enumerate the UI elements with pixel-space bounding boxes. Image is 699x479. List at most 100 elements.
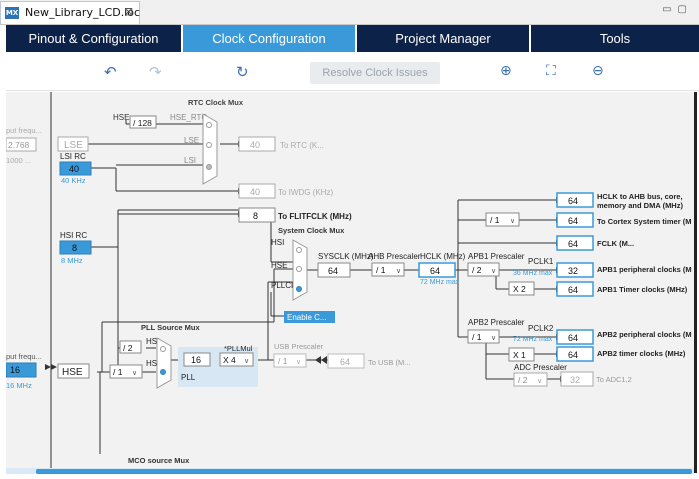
pll-mux-hse: HSE: [146, 359, 162, 368]
pll-value-box: [183, 352, 211, 367]
apb2-timer-multiplier: [508, 347, 535, 362]
apb2-timer-mult-value: X 1: [513, 350, 526, 360]
clock-tree-svg: RTC Clock Mux HSE / 128 HSE_RTC LSE LSI …: [6, 92, 692, 473]
output-box: [556, 262, 594, 278]
horizontal-scrollbar-thumb[interactable]: [36, 469, 692, 474]
mco-source-mux-title: MCO source Mux: [128, 456, 190, 465]
undo-icon[interactable]: ↶: [104, 63, 117, 81]
lse-input-frequency-field[interactable]: [6, 137, 37, 152]
output-value: 32: [570, 375, 580, 385]
to-rtc-value: 40: [250, 140, 260, 150]
to-iwdg-value-box: [238, 183, 276, 199]
usb-prescaler-value: / 1: [278, 356, 288, 366]
output-box: [556, 329, 594, 345]
redo-icon[interactable]: ↷: [149, 63, 162, 81]
horizontal-scrollbar[interactable]: [6, 468, 694, 474]
refresh-icon[interactable]: ↻: [236, 63, 249, 81]
cortex-timer-divider-select[interactable]: [485, 212, 520, 227]
minimize-icon[interactable]: ▭: [662, 4, 678, 15]
resolve-clock-issues-button[interactable]: Resolve Clock Issues: [310, 62, 440, 84]
lse-input-range: 1000 ...: [6, 156, 31, 165]
close-icon[interactable]: ⊠: [124, 5, 134, 18]
fit-icon[interactable]: ⛶: [546, 63, 556, 79]
usb-out-value-box: [327, 353, 365, 369]
hse-input-frequency-value: 16: [10, 365, 20, 375]
output-box: [556, 346, 594, 362]
rtc-clock-mux[interactable]: [202, 113, 218, 185]
apb2-prescaler-value: / 1: [472, 332, 482, 342]
tab-clock-configuration[interactable]: Clock Configuration: [183, 25, 357, 52]
to-rtc-label: To RTC (K...: [280, 141, 324, 150]
zoom-in-icon[interactable]: ⊕: [500, 63, 512, 79]
output-label: APB2 peripheral clocks (M: [597, 330, 692, 339]
output-label: FCLK (M...: [597, 239, 634, 248]
pll-label: PLL: [181, 373, 196, 382]
apb1-prescaler-select[interactable]: [467, 262, 500, 277]
file-tab[interactable]: MX New_Library_LCD.ioc ⊠: [0, 1, 140, 24]
usb-prescaler-select[interactable]: [273, 353, 307, 368]
maximize-icon[interactable]: ▢: [677, 4, 693, 15]
usb-out-label: To USB (M...: [368, 358, 411, 367]
hsi-rc-label: HSI RC: [60, 231, 87, 240]
adc-chevron-down-icon: ∨: [537, 378, 542, 385]
pll-source-mux[interactable]: [156, 337, 172, 389]
hclk-input-field[interactable]: [418, 262, 456, 278]
ahb-chevron-down-icon: ∨: [396, 268, 401, 275]
output-value: 64: [568, 285, 578, 295]
hclk-max: 72 MHz max: [420, 279, 460, 286]
usb-prescaler-label: USB Prescaler: [274, 342, 324, 351]
to-iwdg-label: To IWDG (KHz): [278, 188, 333, 197]
hse-box: [57, 363, 90, 379]
clock-tree-diagram: RTC Clock Mux HSE / 128 HSE_RTC LSE LSI …: [6, 92, 694, 473]
window-controls: ▭▢: [662, 4, 693, 15]
system-clock-mux[interactable]: [292, 239, 308, 301]
apb1-timer-multiplier: [508, 281, 535, 296]
output-label: APB1 peripheral clocks (M: [597, 265, 692, 274]
enable-css-button[interactable]: [284, 311, 335, 323]
main-tab-bar: Pinout & Configuration Clock Configurati…: [6, 25, 699, 52]
apb2-chevron-down-icon: ∨: [491, 335, 496, 342]
pllmul-value: X 4: [223, 355, 236, 365]
tab-tools[interactable]: Tools: [599, 31, 631, 46]
apb2-prescaler-select[interactable]: [467, 329, 500, 344]
ahb-prescaler-select[interactable]: [371, 262, 405, 277]
output-value: 64: [568, 216, 578, 226]
hsi-rc-frequency: 8 MHz: [61, 256, 83, 265]
lsi-rc-value: 40: [69, 164, 79, 174]
input-frequency-label: put frequ...: [6, 126, 42, 135]
lse-box: [57, 136, 89, 152]
output-label: APB2 timer clocks (MHz): [597, 349, 686, 358]
zoom-out-icon[interactable]: ⊖: [592, 63, 604, 79]
hse-prediv-value: / 1: [113, 367, 123, 377]
pclk2-max: 72 MHz max: [513, 336, 553, 343]
tab-project-manager[interactable]: Project Manager: [357, 25, 531, 52]
output-box: [556, 235, 594, 251]
output-box: [556, 212, 594, 228]
adc-prescaler-select[interactable]: [513, 372, 548, 387]
vertical-scrollbar[interactable]: [694, 92, 699, 473]
hclk-label: HCLK (MHz): [420, 252, 466, 261]
usb-out-value: 64: [340, 357, 350, 367]
ahb-prescaler-label: AHB Prescaler: [368, 252, 421, 261]
to-iwdg-value: 40: [250, 187, 260, 197]
output-box: [560, 371, 594, 387]
hse-rtc-label: HSE_RTC: [170, 113, 207, 122]
ahb-prescaler-value: / 1: [376, 265, 386, 275]
mx-icon: MX: [5, 7, 19, 19]
sysclk-label: SYSCLK (MHz): [318, 252, 374, 261]
sysclk-value-box: [317, 262, 351, 278]
hsi-rc-box: [59, 240, 92, 255]
cortex-divider-value: / 1: [490, 215, 500, 225]
hse-box-label: HSE: [62, 367, 83, 378]
hse-input-frequency-field[interactable]: [6, 362, 37, 378]
pll-hsi-div-value: / 2: [123, 343, 133, 353]
hse-label: HSE: [113, 113, 129, 122]
editor-tab-bar: MX New_Library_LCD.ioc ⊠ ▭▢: [0, 0, 699, 25]
tab-pinout-configuration[interactable]: Pinout & Configuration: [6, 25, 183, 52]
pllmul-select[interactable]: [219, 352, 254, 367]
hse-prediv-select[interactable]: [109, 364, 143, 379]
to-flitf-value: 8: [253, 211, 258, 221]
output-value: 64: [568, 350, 578, 360]
system-clock-mux-title: System Clock Mux: [278, 226, 345, 235]
adc-prescaler-label: ADC Prescaler: [514, 363, 567, 372]
